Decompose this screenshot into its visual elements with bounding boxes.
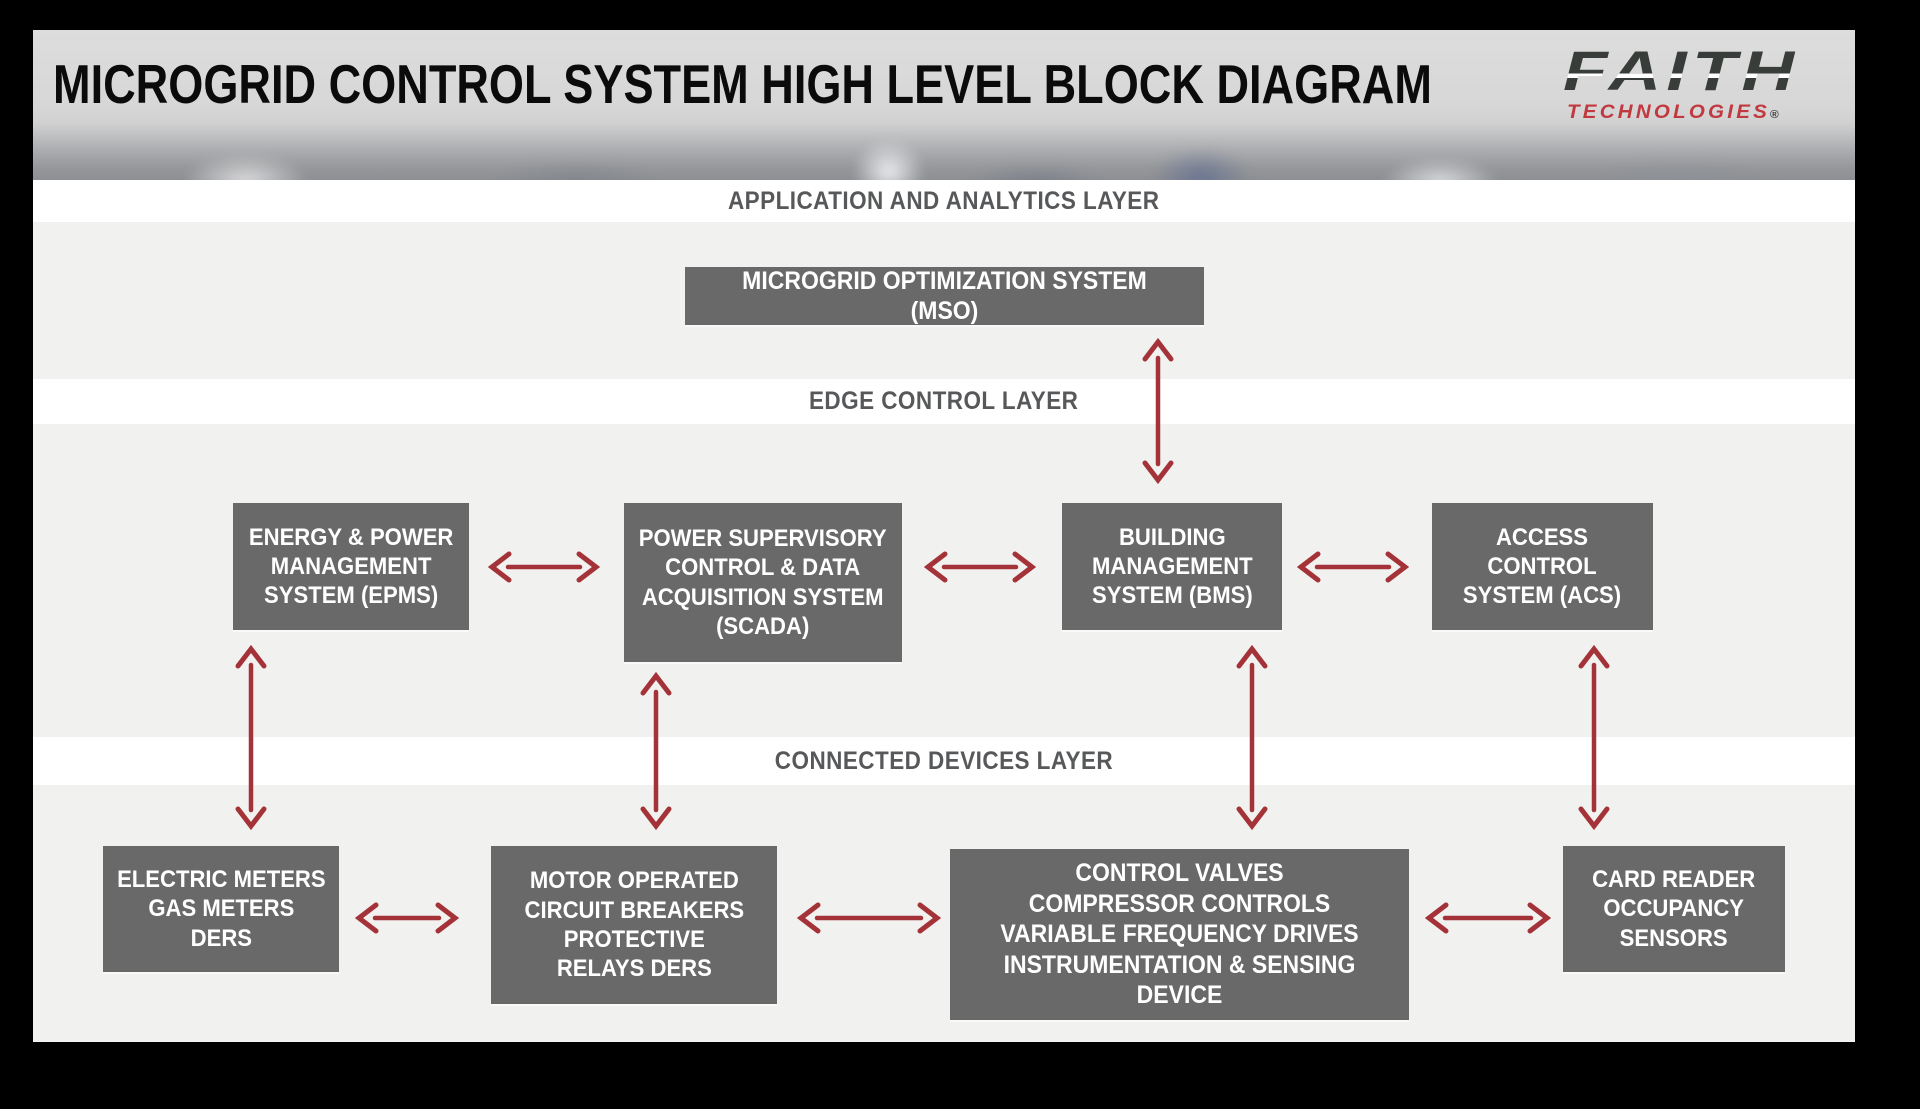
block-motor-operated-circuit-breakers: MOTOR OPERATED CIRCUIT BREAKERS PROTECTI… bbox=[491, 846, 777, 1004]
layer-band-application: APPLICATION AND ANALYTICS LAYER bbox=[33, 180, 1855, 222]
block-microgrid-optimization-system: MICROGRID OPTIMIZATION SYSTEM (MSO) bbox=[685, 267, 1204, 325]
arrow-epms-scada bbox=[488, 551, 600, 583]
block-building-management-system: BUILDING MANAGEMENT SYSTEM (BMS) bbox=[1062, 503, 1282, 630]
header-photo-band: MICROGRID CONTROL SYSTEM HIGH LEVEL BLOC… bbox=[33, 30, 1855, 180]
block-access-control-system: ACCESS CONTROL SYSTEM (ACS) bbox=[1432, 503, 1653, 630]
layer-label-connected-devices: CONNECTED DEVICES LAYER bbox=[774, 746, 1114, 775]
arrow-scada-bms bbox=[924, 551, 1036, 583]
block-control-valves-devices: CONTROL VALVES COMPRESSOR CONTROLS VARIA… bbox=[950, 849, 1409, 1020]
block-scada-system: POWER SUPERVISORY CONTROL & DATA ACQUISI… bbox=[624, 503, 902, 662]
layer-label-edge-control: EDGE CONTROL LAYER bbox=[809, 387, 1079, 415]
block-electric-gas-meters-ders: ELECTRIC METERS GAS METERS DERS bbox=[103, 846, 339, 972]
layer-label-application: APPLICATION AND ANALYTICS LAYER bbox=[728, 186, 1160, 215]
logo-subtext: TECHNOLOGIES® bbox=[1567, 101, 1779, 123]
arrow-epms-meters bbox=[235, 645, 267, 830]
faith-technologies-logo: FAITH TECHNOLOGIES® bbox=[1563, 39, 1855, 124]
slide: MICROGRID CONTROL SYSTEM HIGH LEVEL BLOC… bbox=[33, 30, 1855, 1042]
arrow-acs-sensors bbox=[1578, 645, 1610, 830]
registered-trademark-icon: ® bbox=[1770, 108, 1779, 121]
arrow-mso-bms bbox=[1142, 338, 1174, 484]
arrow-bms-acs bbox=[1297, 551, 1409, 583]
page-title: MICROGRID CONTROL SYSTEM HIGH LEVEL BLOC… bbox=[53, 53, 1432, 115]
block-energy-power-management-system: ENERGY & POWER MANAGEMENT SYSTEM (EPMS) bbox=[233, 503, 469, 630]
logo-wordmark: FAITH bbox=[1563, 39, 1800, 102]
arrow-meters-breakers bbox=[355, 902, 459, 934]
layer-band-connected-devices: CONNECTED DEVICES LAYER bbox=[33, 737, 1855, 785]
arrow-breakers-valves bbox=[797, 902, 941, 934]
arrow-valves-sensors bbox=[1425, 902, 1551, 934]
arrow-scada-breakers bbox=[640, 672, 672, 830]
block-card-reader-occupancy-sensors: CARD READER OCCUPANCY SENSORS bbox=[1563, 846, 1785, 972]
layer-band-edge-control: EDGE CONTROL LAYER bbox=[33, 379, 1855, 424]
arrow-bms-valves bbox=[1236, 645, 1268, 830]
